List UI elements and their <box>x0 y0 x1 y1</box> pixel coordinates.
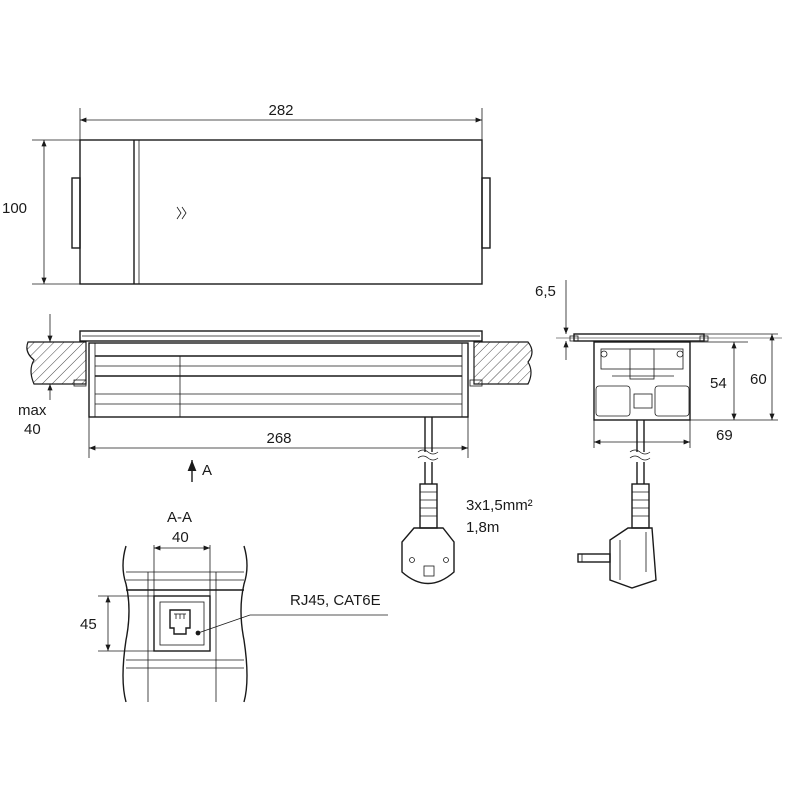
box-body <box>88 342 469 418</box>
dim-side-inner: 54 <box>710 375 727 392</box>
desk-right <box>473 341 533 385</box>
top-view: 282 100 <box>2 102 491 285</box>
desk-left <box>26 341 87 385</box>
lid-profile <box>79 330 483 342</box>
socket-label: RJ45, CAT6E <box>290 592 381 609</box>
section-a-a: A-A 40 RJ45, CAT6E 45 <box>80 509 388 703</box>
side-view: 6,5 54 60 69 <box>535 280 782 461</box>
view-arrow-label: A <box>202 462 212 479</box>
right-clamp <box>481 177 491 249</box>
dim-side-width: 69 <box>716 427 733 444</box>
dim-top-height: 100 <box>2 200 27 217</box>
rj45-frame <box>153 595 211 652</box>
dim-depth-value: 40 <box>24 421 41 438</box>
cable-length: 1,8m <box>466 519 499 536</box>
schuko-plug-side-icon <box>577 462 657 589</box>
dim-top-length: 282 <box>268 102 293 119</box>
rj45-port-icon <box>169 609 191 635</box>
section-title: A-A <box>167 509 192 526</box>
schuko-plug-icon <box>401 462 455 585</box>
side-lid <box>573 333 705 342</box>
dim-depth-label: max <box>18 402 47 419</box>
dim-side-outer: 60 <box>750 371 767 388</box>
double-chevron-right-icon <box>176 206 187 220</box>
left-clamp <box>71 177 81 249</box>
front-view: max 40 268 A <box>18 314 533 482</box>
side-body <box>593 341 691 421</box>
dim-section-width: 40 <box>172 529 189 546</box>
dim-lid-thickness: 6,5 <box>535 283 556 300</box>
cable-spec: 3x1,5mm² <box>466 497 533 514</box>
lid-outline <box>79 139 483 285</box>
dim-bottom-length: 268 <box>266 430 291 447</box>
dim-section-height: 45 <box>80 616 97 633</box>
